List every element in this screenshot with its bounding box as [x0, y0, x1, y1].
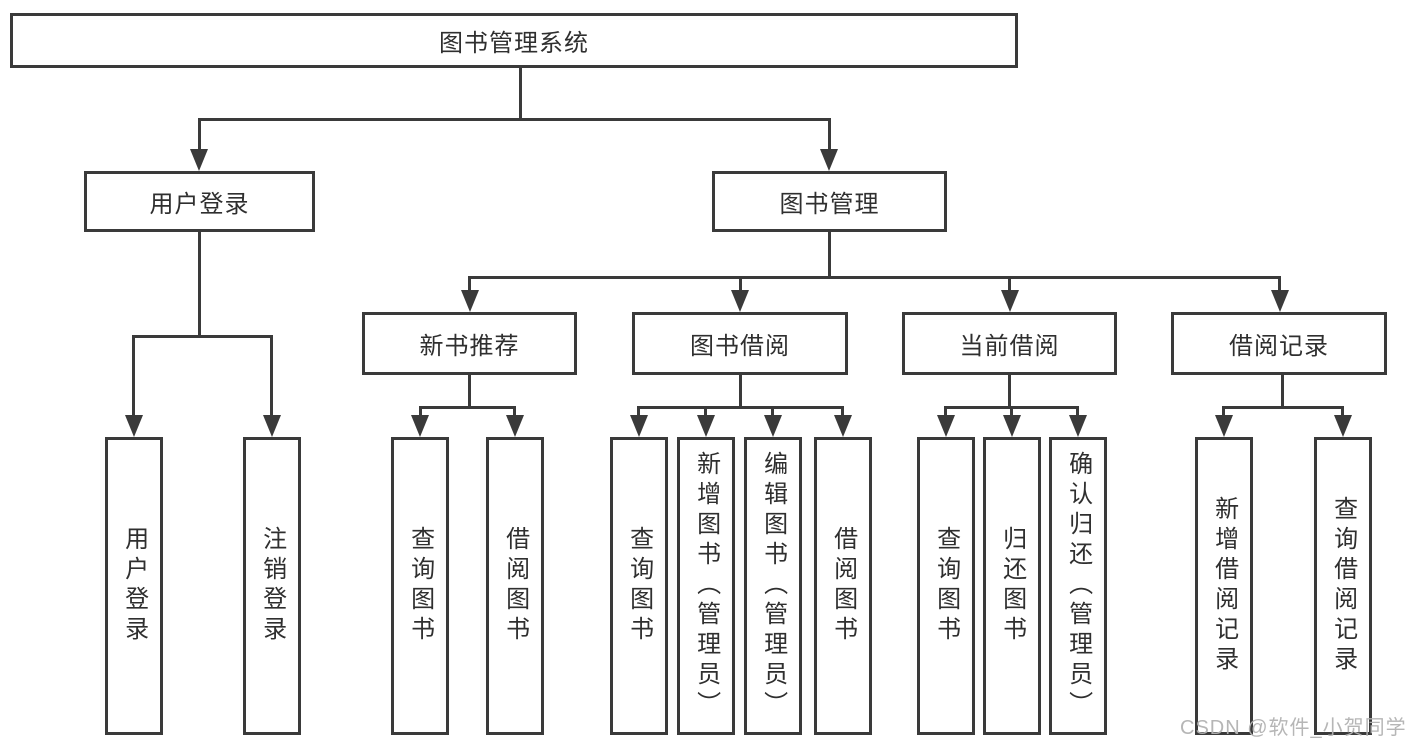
connector-drop-logout — [270, 335, 273, 417]
connector-current-stub — [1008, 375, 1011, 409]
arrow-head — [834, 415, 852, 437]
node-new-book-recommend: 新书推荐 — [362, 312, 577, 375]
node-label: 图书管理 — [779, 191, 880, 218]
arrow-head — [697, 415, 715, 437]
connector-book-management-stub — [828, 232, 831, 279]
node-query-books-current: 查询图书 — [917, 437, 975, 735]
arrow-head — [461, 290, 479, 312]
node-borrow-books-recommend: 借阅图书 — [486, 437, 544, 735]
node-user-login: 用户登录 — [84, 171, 315, 232]
connector-records-bus — [1222, 406, 1343, 409]
connector-drop-user-login — [198, 118, 201, 152]
node-return-books: 归还图书 — [983, 437, 1041, 735]
node-logout: 注销登录 — [243, 437, 301, 735]
connector-root-bus — [198, 118, 831, 121]
node-book-management: 图书管理 — [712, 171, 947, 232]
connector-leaf-drop — [513, 406, 516, 418]
node-add-books-admin: 新增图书（管理员） — [677, 437, 735, 735]
node-add-borrow-record: 新增借阅记录 — [1195, 437, 1253, 735]
node-book-borrowing: 图书借阅 — [632, 312, 848, 375]
node-label: 查询图书 — [625, 526, 653, 646]
node-label: 图书管理系统 — [439, 30, 589, 57]
arrow-head — [764, 415, 782, 437]
connector-borrowing-bus — [637, 406, 843, 409]
arrow-head — [1334, 415, 1352, 437]
connector-leaf-drop — [419, 406, 422, 418]
node-label: 确认归还（管理员） — [1064, 451, 1092, 721]
node-edit-books-admin: 编辑图书（管理员） — [744, 437, 802, 735]
arrow-head — [125, 415, 143, 437]
node-query-books-recommend: 查询图书 — [391, 437, 449, 735]
node-query-books-borrowing: 查询图书 — [610, 437, 668, 735]
node-label: 查询借阅记录 — [1329, 496, 1357, 676]
node-label: 查询图书 — [932, 526, 960, 646]
connector-user-login-stub — [198, 232, 201, 338]
node-label: 新增借阅记录 — [1210, 496, 1238, 676]
connector-user-login-bus — [132, 335, 273, 338]
connector-recommend-stub — [468, 375, 471, 409]
connector-root-stub — [519, 68, 522, 121]
node-label: 新增图书（管理员） — [692, 451, 720, 721]
node-borrow-books-borrowing: 借阅图书 — [814, 437, 872, 735]
node-label: 新书推荐 — [419, 333, 520, 360]
arrow-head — [1271, 290, 1289, 312]
csdn-watermark: CSDN @软件_小贺同学 — [1180, 717, 1405, 739]
connector-leaf-drop — [1076, 406, 1079, 418]
node-user-login-leaf: 用户登录 — [105, 437, 163, 735]
connector-drop-book-borrowing — [739, 276, 742, 293]
arrow-head — [411, 415, 429, 437]
connector-drop-new-book-recommend — [468, 276, 471, 293]
connector-recommend-bus — [419, 406, 515, 409]
node-label: 注销登录 — [258, 526, 286, 646]
connector-leaf-drop — [637, 406, 640, 418]
node-label: 借阅图书 — [829, 526, 857, 646]
connector-leaf-drop — [1010, 406, 1013, 418]
arrow-head — [1001, 290, 1019, 312]
node-label: 用户登录 — [149, 191, 250, 218]
connector-leaf-drop — [841, 406, 844, 418]
arrow-head — [506, 415, 524, 437]
node-query-borrow-record: 查询借阅记录 — [1314, 437, 1372, 735]
arrow-head — [1003, 415, 1021, 437]
arrow-head — [263, 415, 281, 437]
connector-leaf-drop — [944, 406, 947, 418]
connector-borrowing-stub — [739, 375, 742, 409]
node-label: 查询图书 — [406, 526, 434, 646]
arrow-head — [1069, 415, 1087, 437]
node-borrowing-records: 借阅记录 — [1171, 312, 1387, 375]
node-current-borrowing: 当前借阅 — [902, 312, 1117, 375]
connector-book-management-bus — [468, 276, 1281, 279]
connector-drop-book-management — [828, 118, 831, 152]
arrow-head — [1215, 415, 1233, 437]
connector-leaf-drop — [771, 406, 774, 418]
connector-leaf-drop — [704, 406, 707, 418]
arrow-head — [937, 415, 955, 437]
node-label: 用户登录 — [120, 526, 148, 646]
connector-leaf-drop — [1341, 406, 1344, 418]
node-label: 借阅记录 — [1229, 333, 1329, 360]
arrow-head — [630, 415, 648, 437]
node-label: 编辑图书（管理员） — [759, 451, 787, 721]
connector-drop-current-borrowing — [1008, 276, 1011, 293]
connector-leaf-drop — [1222, 406, 1225, 418]
node-library-management-system: 图书管理系统 — [10, 13, 1018, 68]
arrow-head — [820, 149, 838, 171]
node-label: 借阅图书 — [501, 526, 529, 646]
connector-drop-borrowing-records — [1278, 276, 1281, 293]
node-label: 图书借阅 — [690, 333, 790, 360]
arrow-head — [190, 149, 208, 171]
node-label: 归还图书 — [998, 526, 1026, 646]
node-label: 当前借阅 — [959, 333, 1060, 360]
connector-records-stub — [1281, 375, 1284, 409]
connector-drop-user-login-leaf — [132, 335, 135, 417]
node-confirm-return-admin: 确认归还（管理员） — [1049, 437, 1107, 735]
arrow-head — [731, 290, 749, 312]
